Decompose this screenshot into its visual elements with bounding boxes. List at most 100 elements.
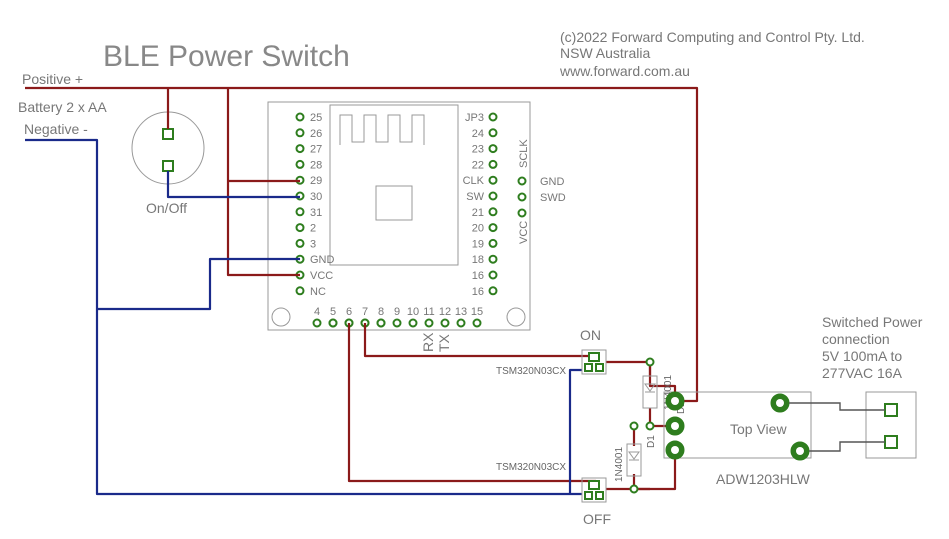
off-mosfet-drain-wire [606,450,677,491]
swd-pad-2 [517,192,527,202]
left-pin-label: GND [310,254,335,266]
d1-symbol [628,451,640,461]
right-pin-label: 22 [472,159,484,171]
right-pin-label: 19 [472,238,484,250]
bottom-pin-label: 9 [394,306,400,318]
copyright-line-2: NSW Australia [560,45,650,61]
bottom-pin-pad [456,318,466,328]
d1-ref: D1 [646,435,657,448]
d1-body [626,443,642,477]
right-pin-label: 20 [472,223,484,235]
chip [375,185,413,221]
relay-view-label: Top View [730,421,787,437]
relay-pad-3-hole [671,446,679,454]
battery-positive-label: Positive + [22,71,83,87]
copyright-line-3: www.forward.com.au [559,63,690,79]
left-pin-pad [295,144,305,154]
off-mosfet-part: TSM320N03CX [496,462,566,473]
swd-swd-label: SWD [540,192,566,204]
mount-hole-right [506,307,526,327]
on-mosfet-label: ON [580,327,601,343]
pin7-to-on-mosfet-wire [363,323,596,358]
off-mosfet-pad-1 [588,480,600,490]
bottom-pin-label: 15 [471,306,483,318]
right-pin-label: CLK [463,175,485,187]
left-pin-pad [295,238,305,248]
relay-body [663,391,812,459]
load-pad-2 [884,435,898,449]
right-pin-label: 18 [472,254,484,266]
negative-rail-wire [25,138,582,496]
right-pin-pad [488,270,498,280]
diagram-title: BLE Power Switch [103,40,350,73]
right-pin-pad [488,159,498,169]
positive-rail-wire [25,86,699,403]
bottom-pin-label: 6 [346,306,352,318]
left-pin-pad [295,286,305,296]
d2-pad-top [645,357,655,367]
load-line-1: Switched Power [822,314,923,330]
right-pin-pad [488,144,498,154]
d2-body [642,375,658,409]
d2-symbol [644,383,656,393]
off-mosfet-label: OFF [583,511,611,527]
left-pin-label: 2 [310,223,316,235]
bottom-pin-label: 10 [407,306,419,318]
bottom-pin-label: 8 [378,306,384,318]
sclk-label: SCLK [518,139,530,168]
battery-name-label: Battery 2 x AA [18,99,107,115]
left-pin-label: 28 [310,159,322,171]
d1-part: 1N4001 [614,447,625,482]
left-pin-pad [295,112,305,122]
on-mosfet-pad-1 [588,352,600,362]
d1-pad-top [629,421,639,431]
left-pin-label: 27 [310,144,322,156]
right-pin-label: 16 [472,270,484,282]
right-pin-label: JP3 [465,112,484,124]
on-mosfet-pad-3 [595,363,604,372]
load-pad-1 [884,403,898,417]
load-wire-2 [809,441,885,452]
switch-to-pin30-wire [166,171,300,199]
on-mosfet-part: TSM320N03CX [496,366,566,377]
right-pin-pad [488,286,498,296]
left-pin-pad [295,207,305,217]
left-pin-pad [295,223,305,233]
left-pin-pad [295,128,305,138]
bottom-pin-pad [392,318,402,328]
bottom-pin-pad [408,318,418,328]
left-pin-label: 30 [310,191,322,203]
bottom-pin-label: 5 [330,306,336,318]
relay-part-label: ADW1203HLW [716,471,811,487]
right-pin-pad [488,207,498,217]
on-mosfet-pad-2 [584,363,593,372]
relay-pad-2-hole [671,422,679,430]
right-pin-label: 23 [472,144,484,156]
right-pin-pad [488,128,498,138]
tx-label: TX [436,333,452,352]
swd-pad-1 [517,176,527,186]
d1-pad-bottom [629,484,639,494]
relay-pad-1-hole [671,397,679,405]
left-pin-label: NC [310,286,326,298]
bottom-pin-pad [328,318,338,328]
off-mosfet-body [581,477,607,503]
right-pin-label: SW [466,191,484,203]
bottom-pin-pad [312,318,322,328]
mosfet-source-wire [568,368,582,494]
rx-label: RX [420,332,436,352]
relay-contact-pad-1-hole [776,399,784,407]
right-pin-label: 16 [472,286,484,298]
left-pin-label: 26 [310,128,322,140]
off-mosfet-pad-2 [584,491,593,500]
gnd-supply-wire [97,257,300,311]
bottom-pin-label: 13 [455,306,467,318]
bottom-pin-pad [472,318,482,328]
on-mosfet-body [581,349,607,375]
bottom-pin-label: 7 [362,306,368,318]
bottom-pin-pad [440,318,450,328]
copyright-line-1: (c)2022 Forward Computing and Control Pt… [560,29,865,45]
load-line-3: 5V 100mA to [822,348,902,364]
